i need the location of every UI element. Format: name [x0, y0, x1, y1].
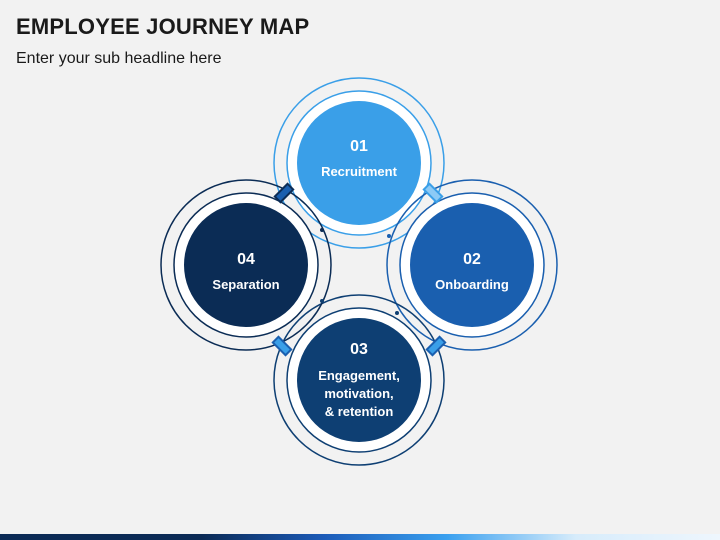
step-03-disc [297, 318, 421, 442]
connector-dot [320, 299, 324, 303]
step-02-number: 02 [463, 251, 481, 268]
step-03-number: 03 [350, 341, 368, 358]
step-02-disc [410, 203, 534, 327]
step-01-outer-ring [273, 77, 445, 249]
connector-dot [320, 228, 324, 232]
step-03-label-line-3: & retention [325, 404, 394, 419]
connector-tab-top-left [273, 182, 295, 204]
bottom-gradient-bar [0, 534, 720, 540]
step-04-disc [184, 203, 308, 327]
step-02: 02 Onboarding [386, 179, 558, 351]
step-01-label: Recruitment [321, 164, 398, 179]
step-03: 03 Engagement, motivation, & retention [273, 294, 445, 466]
step-04-label: Separation [212, 277, 279, 292]
connector-tab-bottom-right [425, 335, 447, 357]
connector-dots [320, 228, 399, 315]
step-01-number: 01 [350, 138, 368, 155]
step-01-disc [297, 101, 421, 225]
page-subtitle: Enter your sub headline here [16, 50, 222, 67]
step-03-outer-ring [273, 294, 445, 466]
step-03-label-line-2: motivation, [324, 386, 393, 401]
page-title: EMPLOYEE JOURNEY MAP [16, 14, 310, 39]
connector-tab-top-right [422, 182, 444, 204]
step-04: 04 Separation [160, 179, 332, 351]
connector-dot [387, 234, 391, 238]
step-03-label-line-1: Engagement, [318, 368, 400, 383]
connector-dot [395, 311, 399, 315]
connector-tab-bottom-left [271, 335, 293, 357]
step-02-label: Onboarding [435, 277, 509, 292]
step-01: 01 Recruitment [273, 77, 445, 249]
step-04-outer-ring [160, 179, 332, 351]
step-02-outer-ring [386, 179, 558, 351]
step-04-number: 04 [237, 251, 255, 268]
